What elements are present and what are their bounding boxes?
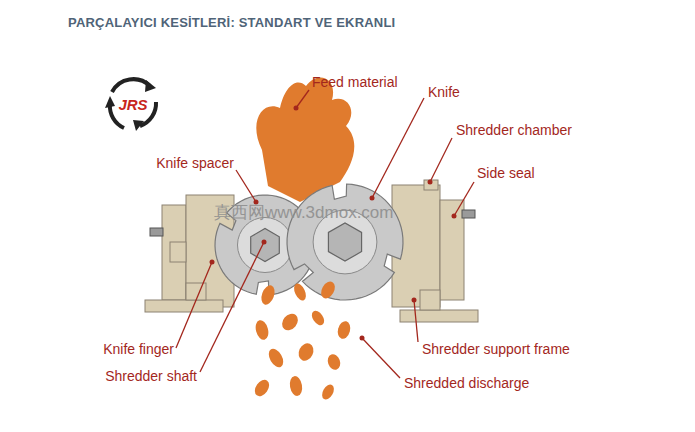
- part-label: Shredder shaft: [105, 368, 197, 384]
- shredded-discharge: [252, 279, 352, 401]
- leader-dots: [210, 106, 457, 341]
- part-label: Side seal: [477, 165, 535, 181]
- part-label: Shredder support frame: [422, 341, 570, 357]
- leader-lines: [176, 90, 474, 378]
- logo-arrows: [105, 80, 156, 131]
- watermark: 真西网www.3dmox.com: [214, 203, 393, 223]
- logo-ring: [110, 79, 156, 128]
- shredder-knife: [287, 184, 403, 300]
- part-label: Feed material: [312, 74, 398, 90]
- diagram-title: PARÇALAYICI KESİTLERİ: STANDART VE EKRAN…: [68, 16, 395, 31]
- logo-text: JRS: [118, 96, 147, 113]
- part-label: Shredded discharge: [404, 375, 529, 391]
- part-label: Knife finger: [103, 341, 174, 357]
- bolt: [150, 228, 163, 236]
- bolt: [462, 210, 475, 218]
- part-label: Shredder chamber: [456, 122, 572, 138]
- feed-material: [256, 78, 354, 202]
- part-label: Knife: [428, 84, 460, 100]
- right-support-frame: [392, 180, 478, 322]
- part-label: Knife spacer: [156, 155, 234, 171]
